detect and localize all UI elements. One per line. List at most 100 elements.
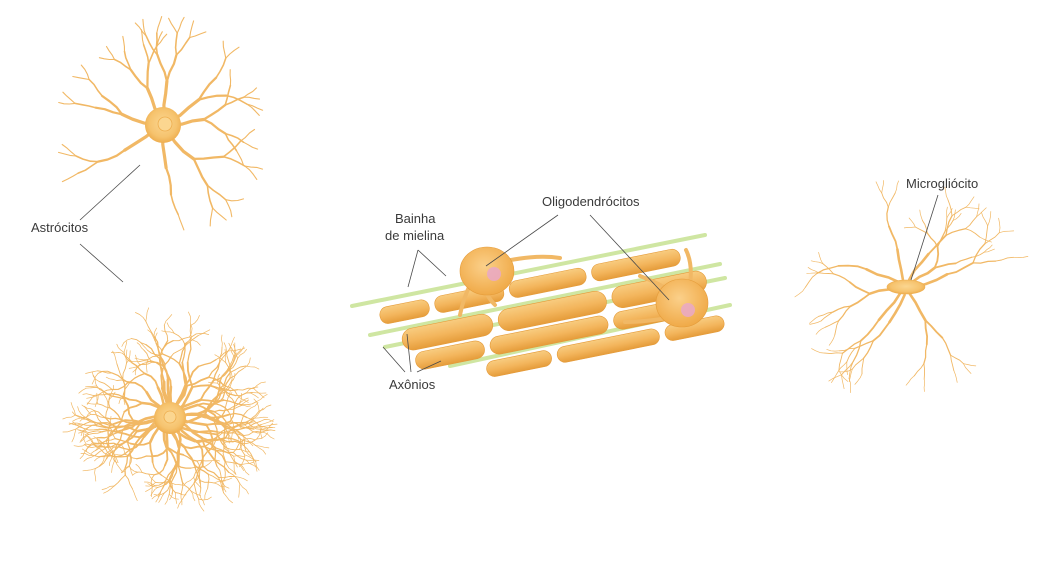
cell-process bbox=[86, 386, 97, 387]
cell-process bbox=[115, 460, 122, 471]
cell-process bbox=[178, 214, 184, 230]
cell-process bbox=[147, 63, 148, 88]
cell-process bbox=[226, 199, 244, 201]
cell-process bbox=[188, 312, 190, 326]
cell-process bbox=[819, 252, 823, 263]
cell-process bbox=[109, 456, 112, 466]
cell-process bbox=[247, 104, 263, 110]
cell-process bbox=[221, 335, 222, 348]
cell-process bbox=[172, 483, 183, 485]
cell-process bbox=[142, 472, 154, 474]
cell-process bbox=[895, 181, 898, 193]
cell-process bbox=[241, 465, 249, 475]
cell-process bbox=[977, 208, 987, 217]
cell-process bbox=[203, 461, 211, 467]
cell-process bbox=[200, 481, 201, 495]
cell-process bbox=[84, 455, 96, 461]
cell-process bbox=[106, 377, 117, 380]
cell-process bbox=[190, 32, 206, 38]
cell-process bbox=[948, 200, 952, 216]
cell-process bbox=[237, 388, 254, 390]
cell-process bbox=[162, 331, 174, 333]
cell-process bbox=[121, 445, 125, 454]
cell-process bbox=[839, 266, 867, 270]
cell-process bbox=[817, 266, 838, 273]
cell-process bbox=[95, 457, 105, 461]
cell-process bbox=[224, 493, 233, 503]
cell-process bbox=[225, 349, 226, 362]
cell-process bbox=[176, 33, 178, 55]
label-bainha-line2: de mielina bbox=[385, 228, 445, 243]
cell-process bbox=[812, 349, 825, 354]
cell-process bbox=[94, 394, 107, 396]
cell-process bbox=[169, 18, 178, 33]
cell-process bbox=[99, 58, 114, 60]
cell-process bbox=[795, 287, 806, 297]
cell-process bbox=[223, 41, 226, 58]
cell-process bbox=[135, 313, 145, 322]
cell-process bbox=[254, 417, 267, 418]
cell-process bbox=[124, 342, 127, 353]
cell-process bbox=[78, 162, 98, 174]
cell-process bbox=[125, 475, 132, 489]
cell-process bbox=[131, 70, 148, 89]
cell-process bbox=[238, 396, 249, 403]
cell-process bbox=[194, 157, 224, 159]
cell-process bbox=[175, 493, 176, 504]
cell-process bbox=[161, 370, 162, 389]
cell-process bbox=[89, 80, 102, 97]
cell-process bbox=[198, 360, 216, 367]
cell-process bbox=[920, 210, 923, 221]
cell-process bbox=[166, 168, 171, 195]
cell-process bbox=[158, 488, 163, 497]
cell-process bbox=[171, 350, 181, 357]
cell-process bbox=[244, 88, 257, 97]
cell-process bbox=[829, 375, 842, 381]
cell-process bbox=[156, 33, 157, 55]
cell-process bbox=[956, 257, 972, 263]
cell-process bbox=[192, 385, 217, 387]
cell-process bbox=[887, 207, 889, 226]
cell-process bbox=[241, 405, 251, 406]
microglia-body bbox=[887, 280, 925, 294]
cell-process bbox=[165, 494, 169, 504]
cell-process bbox=[855, 374, 862, 385]
cell-process bbox=[827, 349, 840, 351]
cell-process bbox=[952, 207, 966, 216]
cell-process bbox=[808, 267, 819, 272]
cell-process bbox=[214, 459, 229, 472]
cell-process bbox=[224, 448, 234, 461]
cell-process bbox=[216, 58, 226, 78]
cell-process bbox=[999, 218, 1000, 233]
cell-process bbox=[163, 354, 180, 364]
cell-process bbox=[925, 320, 942, 338]
cell-process bbox=[888, 193, 895, 207]
cell-process bbox=[63, 429, 76, 432]
cell-process bbox=[110, 408, 121, 420]
cell-process bbox=[167, 55, 177, 81]
cell-process bbox=[125, 456, 128, 475]
cell-process bbox=[152, 448, 168, 456]
cell-process bbox=[73, 77, 89, 80]
oligodendrocyte-nucleus-2 bbox=[681, 303, 695, 317]
cell-process bbox=[829, 335, 835, 345]
cell-process bbox=[241, 130, 255, 142]
cell-process bbox=[201, 400, 224, 402]
cell-process bbox=[181, 495, 182, 505]
cell-process bbox=[862, 358, 864, 374]
label-oligodendrocitos: Oligodendrócitos bbox=[542, 194, 640, 209]
cell-process bbox=[85, 434, 93, 443]
cell-process bbox=[850, 282, 870, 294]
cell-process bbox=[999, 231, 1013, 233]
cell-process bbox=[63, 92, 75, 103]
cell-process bbox=[973, 261, 996, 263]
cell-process bbox=[208, 474, 209, 488]
cell-process bbox=[184, 477, 194, 485]
cell-process bbox=[256, 446, 266, 455]
cell-process bbox=[157, 55, 167, 81]
cell-process bbox=[181, 482, 183, 495]
cell-process bbox=[244, 142, 258, 149]
cell-process bbox=[145, 374, 158, 388]
astrocyte-fibrous-nucleus bbox=[158, 117, 172, 131]
cell-process bbox=[136, 355, 140, 364]
